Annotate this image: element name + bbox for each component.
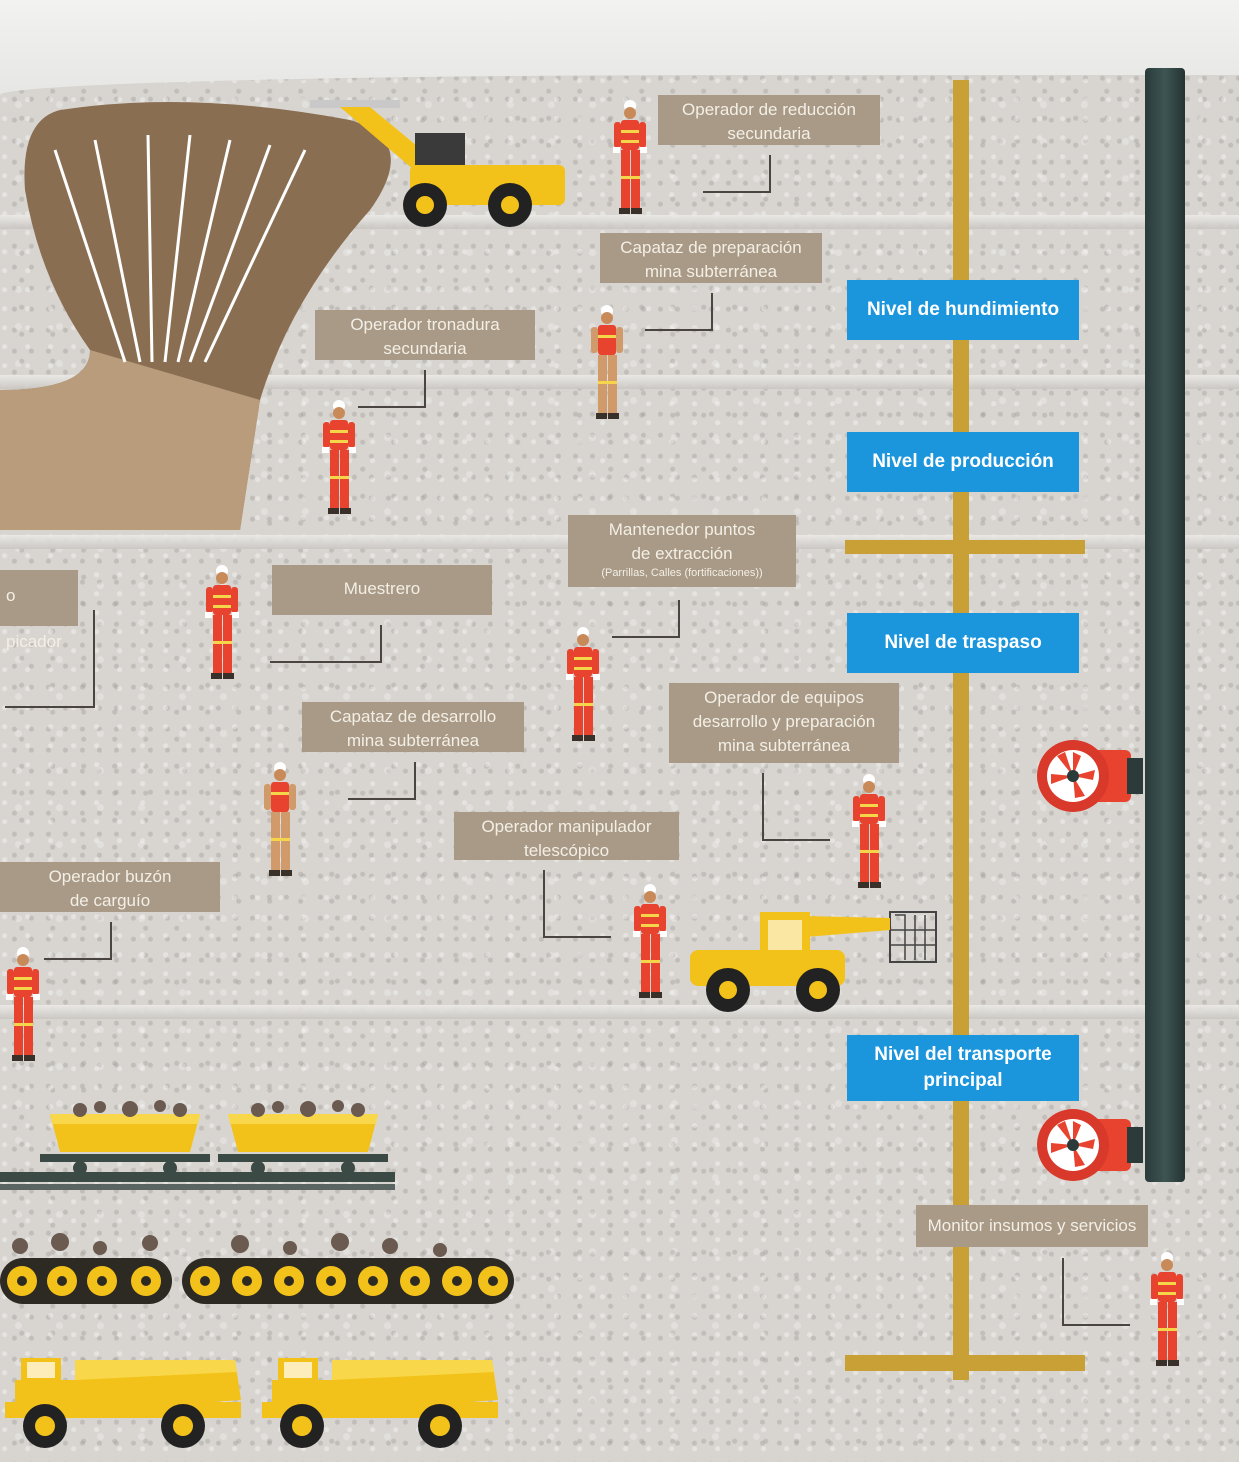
worker-icon [258,760,302,884]
leader-line [762,773,830,841]
ore-wagon-icon [40,1100,210,1190]
level-label-hundimiento: Nivel de hundimiento [847,280,1079,340]
ore-wagon-icon [0,1100,40,1210]
ore-train-icon [0,1172,395,1190]
drill-loader-icon [310,100,565,227]
level-label-transporte: Nivel del transporte principal [847,1035,1079,1101]
leader-line [703,155,771,193]
worker-icon [628,882,672,1006]
leader-line [645,293,713,331]
ventilation-duct [1145,68,1185,1182]
worker-icon [585,303,629,427]
worker-icon [561,625,605,749]
shaft-crossbar [845,540,1085,554]
leader-line [543,870,611,938]
cave-zone-icon [0,102,391,530]
level-label-produccion: Nivel de producción [847,432,1079,492]
leader-line [5,610,95,708]
level-floor [0,1005,1239,1019]
leader-line [270,625,382,663]
role-label: Monitor insumos y servicios [916,1205,1148,1247]
worker-icon [317,398,361,522]
leader-line [1062,1258,1130,1326]
level-label-traspaso: Nivel de traspaso [847,613,1079,673]
level-floor [0,375,1239,389]
leader-line [44,922,112,960]
worker-icon [608,98,652,222]
worker-icon [200,563,244,687]
telehandler-icon [690,911,937,1012]
shaft-base [845,1355,1085,1371]
role-label: Muestrero [272,565,492,615]
haul-truck-icon [5,1340,245,1450]
vertical-shaft [953,80,969,1380]
leader-line [612,600,680,638]
worker-icon [847,772,891,896]
leader-line [348,762,416,800]
ventilation-fan-icon [1035,1107,1145,1185]
ore-wagon-icon [218,1100,388,1190]
haul-truck-icon [262,1340,502,1450]
conveyor-belt-icon [0,1233,514,1304]
leader-line [358,370,426,408]
worker-icon [1,945,45,1069]
role-label: o picador [0,570,78,651]
worker-icon [1145,1250,1189,1374]
ventilation-fan-icon [1035,738,1145,816]
